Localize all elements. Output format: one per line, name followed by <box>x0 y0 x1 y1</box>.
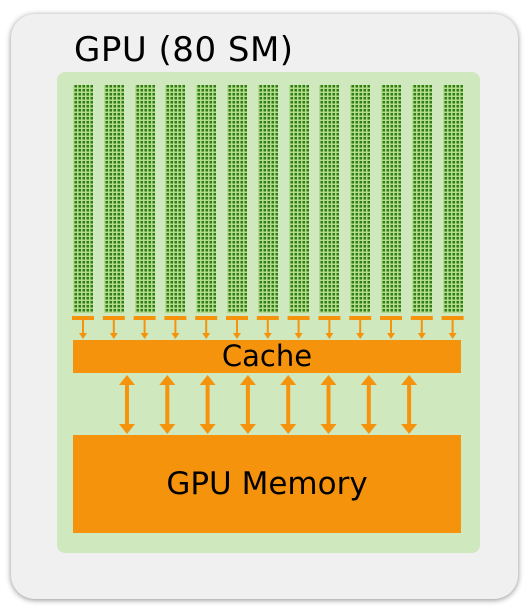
arrowhead-down <box>320 424 337 434</box>
sm-connector-bar <box>441 316 464 320</box>
sm-column <box>288 85 309 313</box>
gpu-memory-label: GPU Memory <box>166 466 368 502</box>
sm-column <box>442 85 463 313</box>
sm-column <box>196 85 217 313</box>
sm-cache-connectors <box>72 316 464 339</box>
sm-connector-bar <box>256 316 279 320</box>
sm-connector-arrowhead <box>202 333 211 339</box>
sm-connector-bar <box>195 316 218 320</box>
arrowhead-down <box>199 424 216 434</box>
arrowhead-down <box>239 424 256 434</box>
sm-connector-bar <box>102 316 125 320</box>
sm-column <box>257 85 278 313</box>
sm-column <box>350 85 371 313</box>
sm-connector-arrowhead <box>417 333 426 339</box>
sm-connector-arrowhead <box>233 333 241 339</box>
sm-column <box>319 85 340 313</box>
cache-block: Cache <box>73 340 461 373</box>
sm-connector-bar <box>318 316 341 320</box>
sm-connector-bar <box>380 316 402 320</box>
arrowhead-up <box>401 375 418 385</box>
sm-connector-arrowhead <box>294 333 303 339</box>
arrowhead-up <box>159 375 176 385</box>
sm-connector-arrowhead <box>140 333 149 339</box>
sm-column <box>411 85 432 313</box>
sm-connector-arrowhead <box>109 333 118 339</box>
sm-connector-arrowhead <box>325 333 334 339</box>
arrowhead-down <box>280 424 297 434</box>
sm-connector-bar <box>133 316 156 320</box>
arrowhead-up <box>119 375 135 385</box>
sm-connector-bar <box>349 316 372 320</box>
cache-label: Cache <box>221 339 313 373</box>
arrowhead-down <box>159 424 176 434</box>
arrowhead-up <box>360 375 377 385</box>
gpu-memory-block: GPU Memory <box>73 435 461 533</box>
sm-column <box>73 85 93 313</box>
sm-connector-arrowhead <box>171 333 180 339</box>
arrowhead-up <box>199 375 216 385</box>
sm-connector-bar <box>287 316 310 320</box>
arrowhead-up <box>239 375 256 385</box>
sm-column <box>165 85 186 313</box>
sm-column <box>227 85 247 313</box>
sm-connector-bar <box>72 316 94 320</box>
sm-column <box>103 85 124 313</box>
arrowhead-up <box>280 375 297 385</box>
sm-connector-arrowhead <box>387 333 395 339</box>
sm-connector-bar <box>410 316 433 320</box>
sm-connector-arrowhead <box>79 333 87 339</box>
arrowhead-down <box>119 424 135 434</box>
sm-column <box>381 85 401 313</box>
arrowhead-up <box>320 375 337 385</box>
sm-connector-bar <box>226 316 248 320</box>
sm-column <box>134 85 155 313</box>
sm-connector-bar <box>164 316 187 320</box>
sm-connector-arrowhead <box>356 333 365 339</box>
gpu-title: GPU (80 SM) <box>74 30 294 70</box>
arrowhead-down <box>360 424 377 434</box>
sm-connector-arrowhead <box>263 333 272 339</box>
sm-connector-arrowhead <box>448 333 457 339</box>
cache-memory-arrows <box>119 375 418 434</box>
arrowhead-down <box>401 424 418 434</box>
